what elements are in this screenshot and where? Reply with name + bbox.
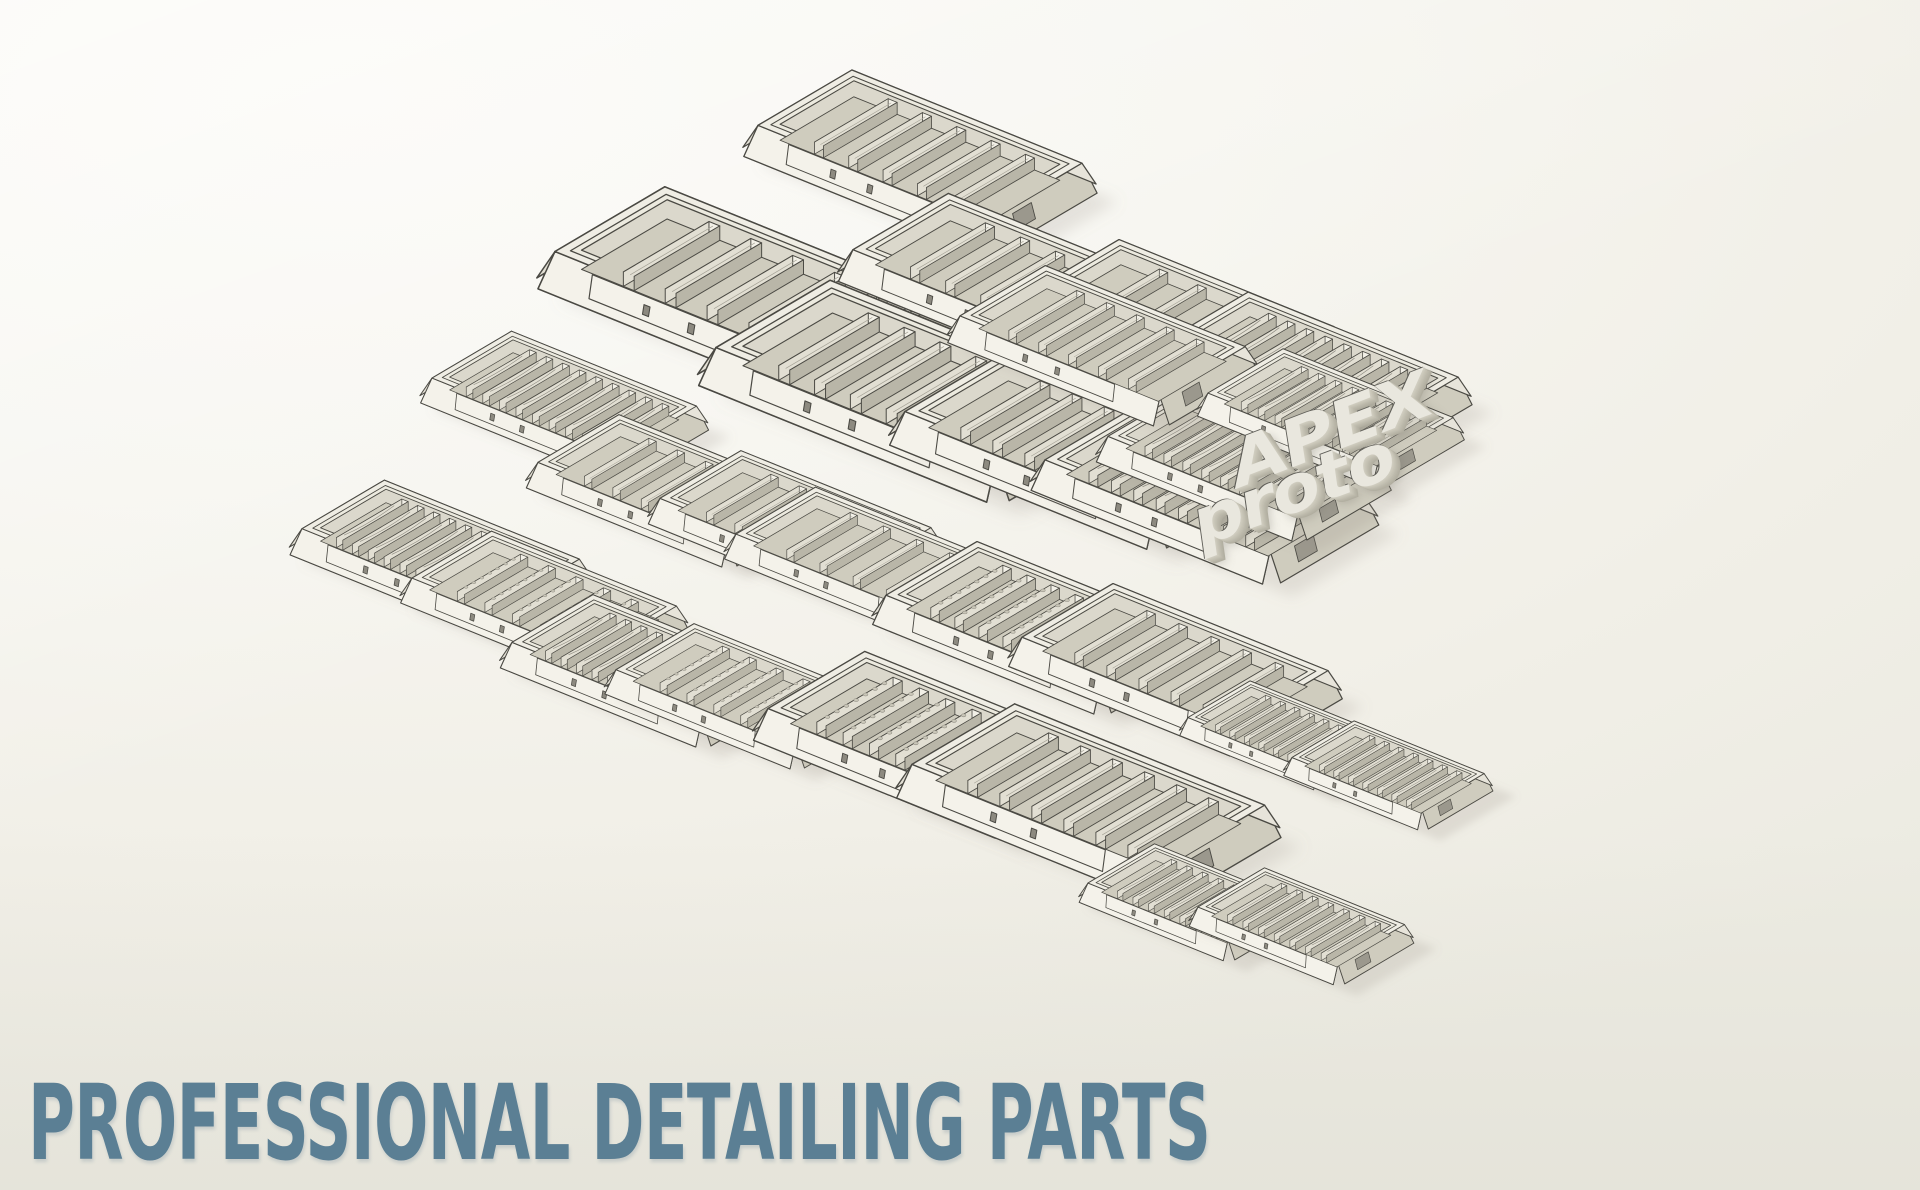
headline-text: PROFESSIONAL DETAILING PARTS <box>28 1062 1211 1184</box>
detailing-part <box>1138 824 1464 1056</box>
detailing-part <box>698 36 1142 330</box>
detailing-part <box>900 228 1305 502</box>
detailing-part <box>1148 308 1513 560</box>
detailing-part <box>1232 676 1544 900</box>
brand-logo-3d: APEX proto <box>1188 355 1488 575</box>
